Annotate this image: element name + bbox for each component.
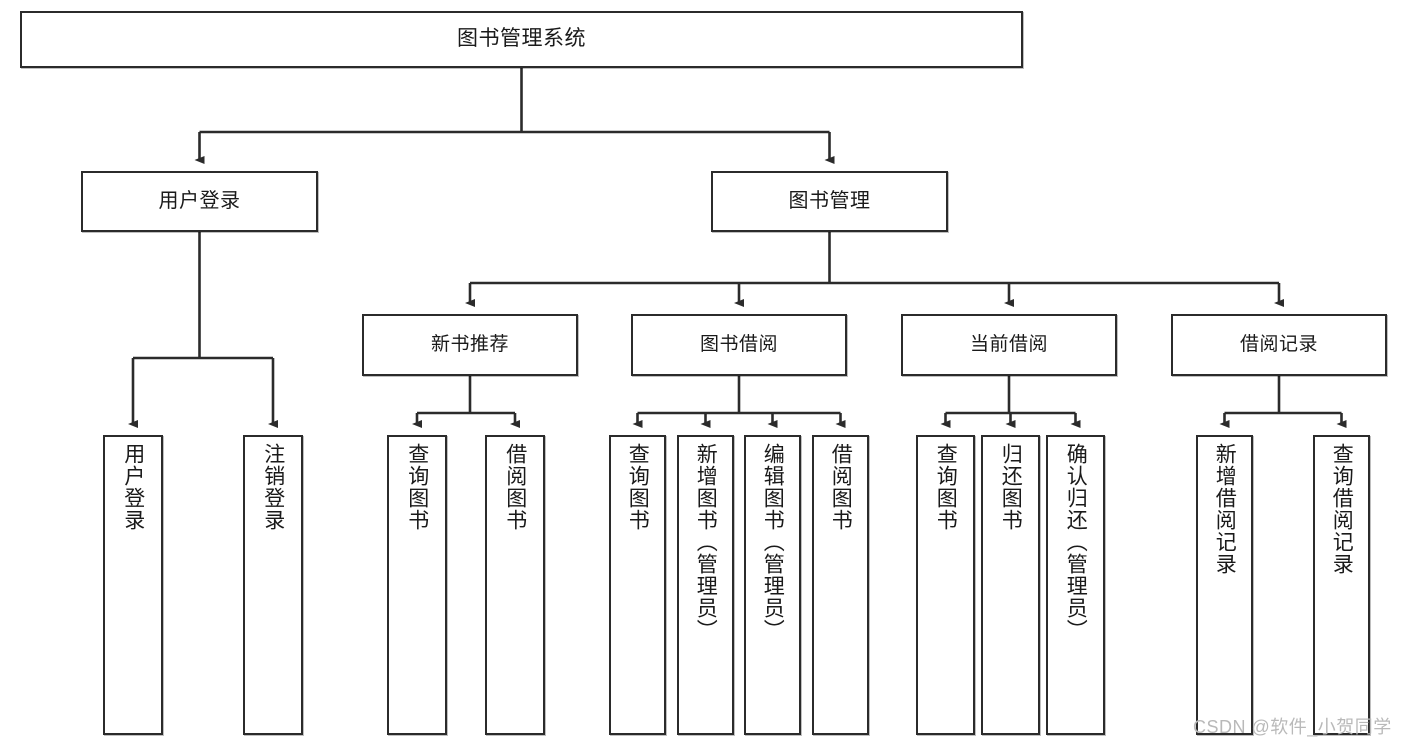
node-leaf12[interactable]: 新增借阅记录 bbox=[1196, 435, 1253, 735]
node-label: 确认归还（管理员） bbox=[1064, 443, 1088, 641]
node-label: 新书推荐 bbox=[430, 333, 509, 355]
node-label: 查询图书 bbox=[934, 443, 958, 531]
watermark: CSDN @软件_小贺同学 bbox=[1193, 717, 1392, 737]
node-label: 借阅图书 bbox=[503, 443, 527, 531]
node-leaf9[interactable]: 查询图书 bbox=[916, 435, 975, 735]
node-label: 查询借阅记录 bbox=[1330, 443, 1354, 575]
node-bookmgmt[interactable]: 图书管理 bbox=[711, 171, 948, 232]
node-leaf3[interactable]: 查询图书 bbox=[387, 435, 447, 735]
node-label: 编辑图书（管理员） bbox=[761, 443, 785, 641]
node-newbook[interactable]: 新书推荐 bbox=[362, 314, 578, 376]
node-label: 用户登录 bbox=[121, 443, 145, 531]
node-label: 当前借阅 bbox=[969, 333, 1048, 355]
node-leaf13[interactable]: 查询借阅记录 bbox=[1313, 435, 1370, 735]
node-leaf8[interactable]: 借阅图书 bbox=[812, 435, 869, 735]
node-label: 新增借阅记录 bbox=[1213, 443, 1237, 575]
node-leaf2[interactable]: 注销登录 bbox=[243, 435, 303, 735]
node-label: 图书借阅 bbox=[699, 333, 778, 355]
node-label: 查询图书 bbox=[626, 443, 650, 531]
node-borrow[interactable]: 图书借阅 bbox=[631, 314, 847, 376]
node-label: 借阅记录 bbox=[1239, 333, 1318, 355]
node-leaf4[interactable]: 借阅图书 bbox=[485, 435, 545, 735]
node-root[interactable]: 图书管理系统 bbox=[20, 11, 1023, 68]
node-label: 注销登录 bbox=[261, 443, 285, 531]
node-label: 图书管理系统 bbox=[457, 27, 586, 51]
node-label: 借阅图书 bbox=[829, 443, 853, 531]
node-label: 归还图书 bbox=[999, 443, 1023, 531]
node-login[interactable]: 用户登录 bbox=[81, 171, 318, 232]
node-leaf1[interactable]: 用户登录 bbox=[103, 435, 163, 735]
node-leaf5[interactable]: 查询图书 bbox=[609, 435, 666, 735]
node-leaf11[interactable]: 确认归还（管理员） bbox=[1046, 435, 1105, 735]
node-records[interactable]: 借阅记录 bbox=[1171, 314, 1387, 376]
node-leaf7[interactable]: 编辑图书（管理员） bbox=[744, 435, 801, 735]
node-leaf6[interactable]: 新增图书（管理员） bbox=[677, 435, 734, 735]
node-label: 新增图书（管理员） bbox=[694, 443, 718, 641]
node-leaf10[interactable]: 归还图书 bbox=[981, 435, 1040, 735]
node-label: 用户登录 bbox=[158, 189, 241, 212]
node-label: 查询图书 bbox=[405, 443, 429, 531]
node-current[interactable]: 当前借阅 bbox=[901, 314, 1117, 376]
node-label: 图书管理 bbox=[788, 189, 871, 212]
